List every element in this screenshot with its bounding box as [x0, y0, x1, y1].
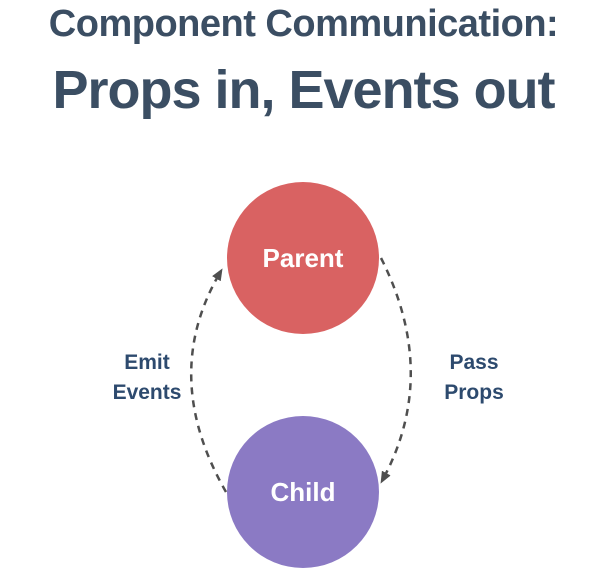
- edge-label-emit-events-line2: Events: [112, 381, 182, 404]
- edge-label-pass-props: Pass Props: [404, 348, 544, 408]
- page-title: Component Communication: Props in, Event…: [0, 0, 607, 121]
- title-line-small: Component Communication:: [48, 3, 559, 45]
- child-node-label: Child: [270, 476, 336, 507]
- parent-node: Parent: [227, 182, 379, 334]
- edge-label-emit-events: Emit Events: [77, 348, 217, 408]
- title-line-large: Props in, Events out: [52, 60, 555, 120]
- edge-label-pass-props-line1: Pass: [449, 351, 499, 374]
- dashed-arrow-pass-props: [379, 257, 412, 484]
- parent-node-label: Parent: [262, 242, 344, 273]
- child-node: Child: [227, 416, 379, 568]
- dashed-arrow-emit-events: [190, 268, 228, 493]
- edge-label-pass-props-line2: Props: [444, 381, 504, 404]
- edge-label-emit-events-line1: Emit: [124, 351, 170, 374]
